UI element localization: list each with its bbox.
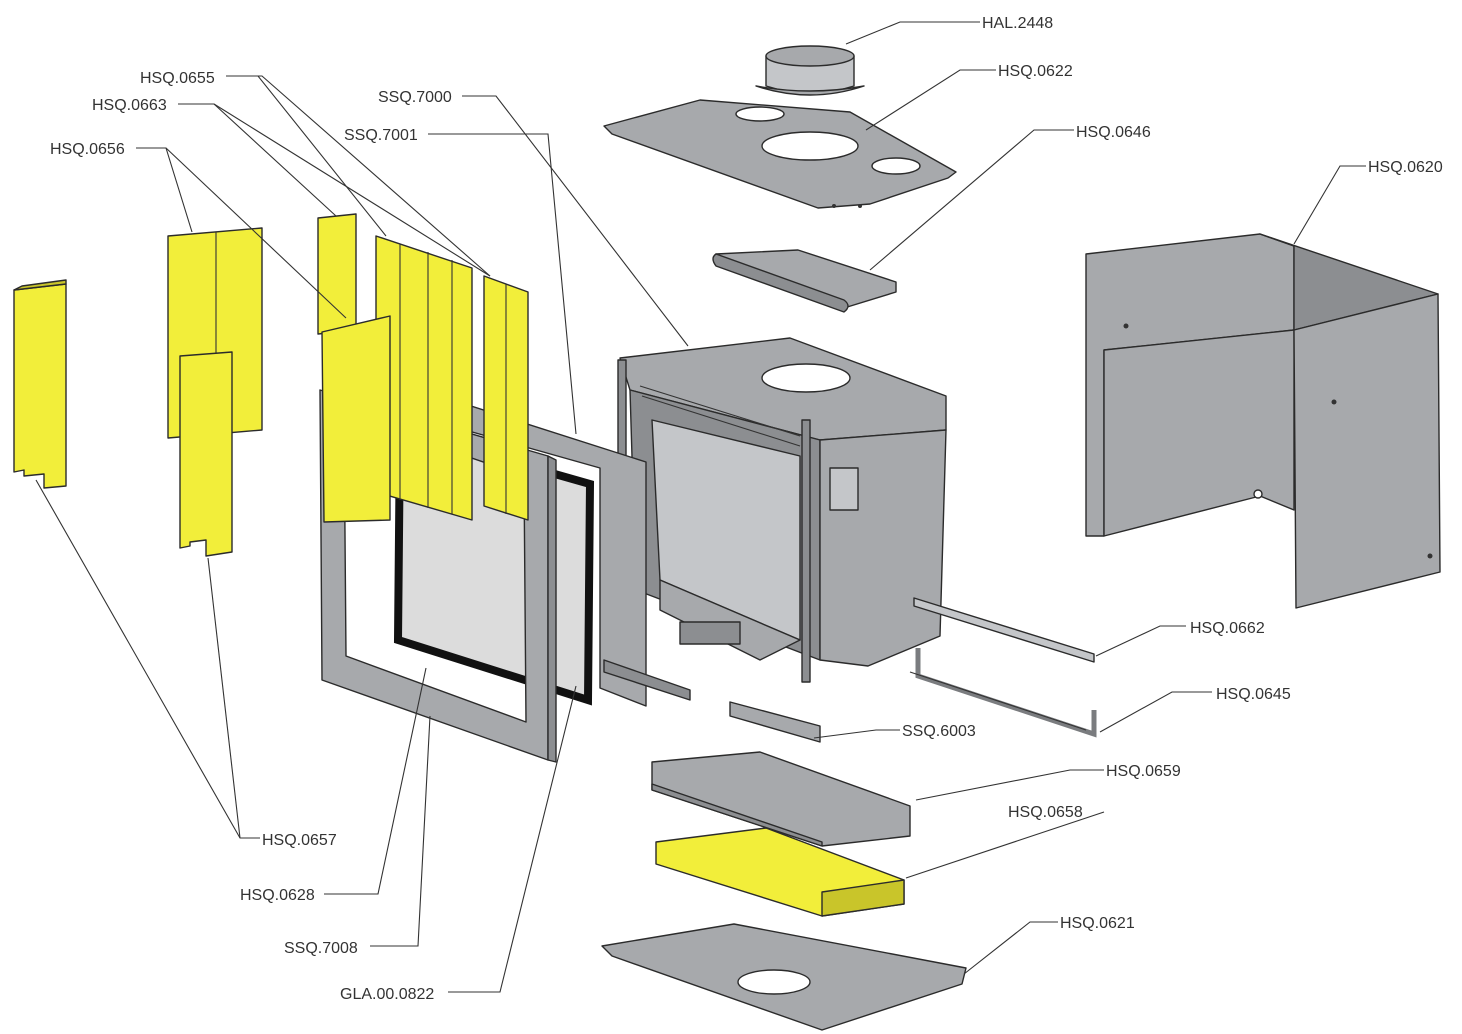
label-hsq0620: HSQ.0620 [1368, 159, 1443, 176]
label-ssq7001: SSQ.7001 [344, 127, 418, 144]
label-hsq0655: HSQ.0655 [140, 70, 215, 87]
label-hsq0656: HSQ.0656 [50, 141, 125, 158]
label-hsq0645: HSQ.0645 [1216, 686, 1291, 703]
label-hal2448: HAL.2448 [982, 15, 1053, 32]
label-hsq0621: HSQ.0621 [1060, 915, 1135, 932]
label-hsq0628: HSQ.0628 [240, 887, 315, 904]
base-plate [601, 923, 967, 1031]
label-hsq0658: HSQ.0658 [1008, 804, 1083, 821]
label-hsq0646: HSQ.0646 [1076, 124, 1151, 141]
label-hsq0663: HSQ.0663 [92, 97, 167, 114]
flue-collar [755, 45, 865, 96]
label-hsq0622: HSQ.0622 [998, 63, 1073, 80]
firebox-body [617, 337, 947, 683]
outer-casing [1085, 233, 1441, 609]
ash-rail [909, 648, 1097, 738]
label-hsq0657: HSQ.0657 [262, 832, 337, 849]
label-gla000822: GLA.00.0822 [340, 986, 434, 1003]
part-labels: HAL.2448 HSQ.0622 HSQ.0646 HSQ.0620 HSQ.… [50, 15, 1443, 1003]
label-hsq0659: HSQ.0659 [1106, 763, 1181, 780]
label-hsq0662: HSQ.0662 [1190, 620, 1265, 637]
label-ssq7000: SSQ.7000 [378, 89, 452, 106]
grate-bar [913, 597, 1095, 663]
label-ssq7008: SSQ.7008 [284, 940, 358, 957]
small-bracket [729, 701, 821, 743]
fire-bricks [13, 213, 529, 557]
baffle-channel [712, 249, 897, 313]
top-plate [603, 99, 957, 209]
bottom-brick [655, 827, 905, 917]
bottom-slab [651, 751, 911, 847]
leader-lines [35, 21, 1366, 993]
label-ssq6003: SSQ.6003 [902, 723, 976, 740]
